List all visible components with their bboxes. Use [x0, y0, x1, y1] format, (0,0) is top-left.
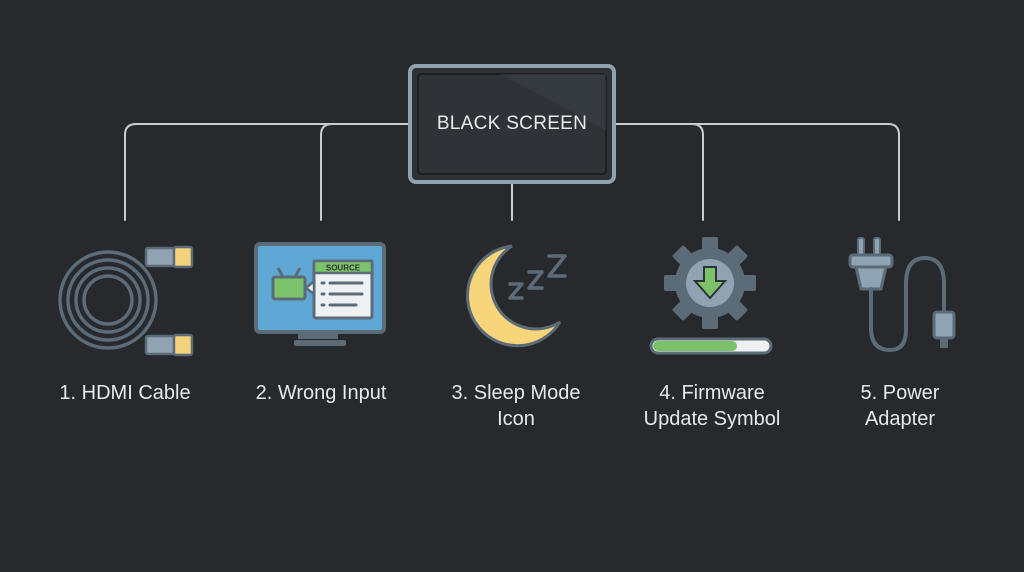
cause-label-sleep: 3. Sleep Mode Icon: [451, 382, 581, 430]
root-screen-box: [408, 64, 616, 184]
cause-label-firmware: 4. Firmware Update Symbol: [643, 382, 781, 430]
connector-to-power: [613, 123, 900, 221]
connector-to-input: [320, 123, 411, 221]
moon-sleep-icon: [466, 244, 567, 348]
connector-lines: [124, 123, 900, 221]
gear-download-icon: [649, 237, 773, 355]
cause-label-power: 5. Power Adapter: [860, 382, 940, 430]
cause-label-input: 2. Wrong Input: [255, 382, 387, 404]
cause-label-hdmi: 1. HDMI Cable: [59, 382, 191, 404]
monitor-source-menu-icon: [254, 242, 386, 346]
connector-to-hdmi: [124, 123, 411, 221]
connector-to-firmware: [613, 123, 704, 221]
source-menu-badge: SOURCE: [326, 264, 361, 273]
hdmi-cable-icon: [58, 245, 194, 357]
power-plug-icon: [848, 237, 956, 353]
root-label: BLACK SCREEN: [436, 113, 588, 134]
